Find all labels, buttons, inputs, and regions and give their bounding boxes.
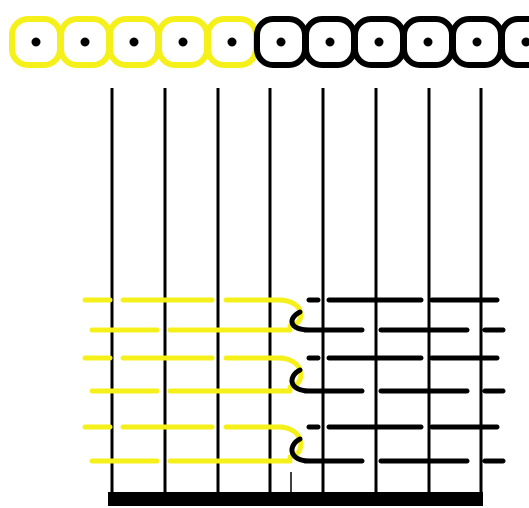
loop-dot bbox=[326, 38, 335, 47]
loop-dot bbox=[32, 38, 41, 47]
loop-dot bbox=[130, 38, 139, 47]
loop-dot bbox=[277, 38, 286, 47]
loop-dot bbox=[473, 38, 482, 47]
loop-dot bbox=[375, 38, 384, 47]
loop-dot bbox=[81, 38, 90, 47]
top-loop-row bbox=[12, 19, 529, 65]
weft-rows bbox=[85, 300, 503, 461]
loom-base-bar bbox=[108, 492, 483, 506]
loop-dot bbox=[424, 38, 433, 47]
loop-dot bbox=[179, 38, 188, 47]
loop-dot bbox=[228, 38, 237, 47]
loop-dot bbox=[522, 38, 529, 47]
